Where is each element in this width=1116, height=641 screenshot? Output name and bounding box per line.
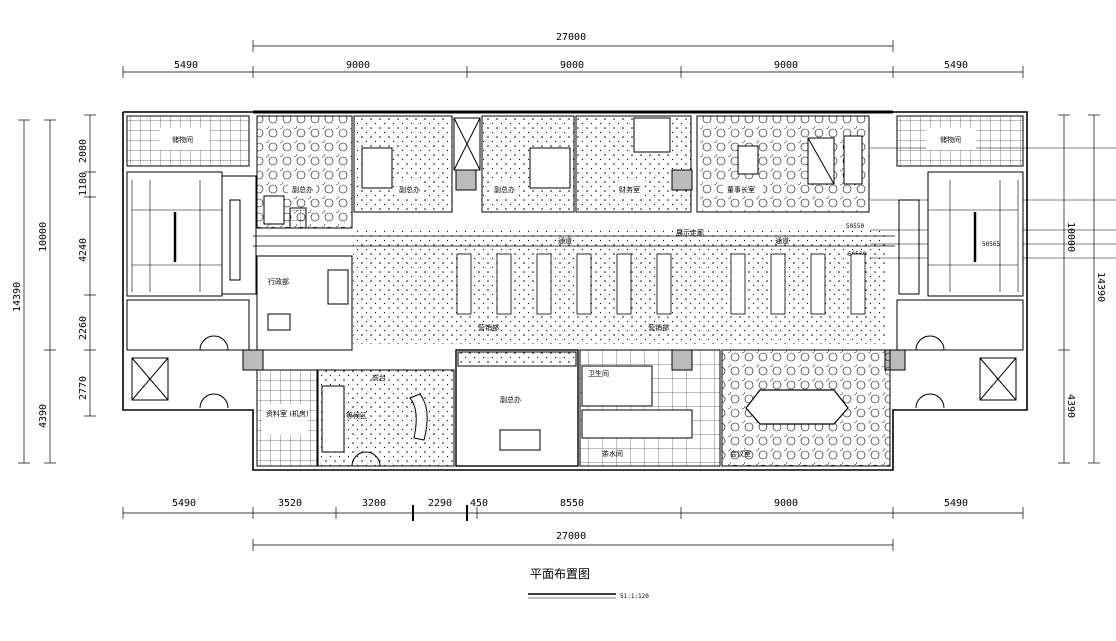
pipe-label-2: 50565 xyxy=(982,241,1000,248)
room-gm-office xyxy=(696,115,870,213)
dim-left-4240: 4240 xyxy=(78,238,89,262)
dim-bottom-seg-8: 5490 xyxy=(944,498,968,509)
dim-bottom-seg-2: 3520 xyxy=(278,498,302,509)
dim-top-seg-4: 9000 xyxy=(774,60,798,71)
dim-right-4390: 4390 xyxy=(1065,394,1076,418)
dim-left-1180: 1180 xyxy=(78,172,89,196)
dim-top-seg-1: 5490 xyxy=(174,60,198,71)
left-middle-rooms: 行政部 资料室 (机房) 等候区 前台 xyxy=(221,175,455,467)
lobby-right xyxy=(896,299,1024,351)
label-corridor-b: 展示走廊 xyxy=(676,228,704,237)
dim-left-10000: 10000 xyxy=(38,222,49,252)
room-label-data: 资料室 (机房) xyxy=(266,409,309,418)
dim-bottom-seg-3: 3200 xyxy=(362,498,386,509)
dim-bottom-seg-5: 450 xyxy=(470,498,488,509)
dim-top-seg-3: 9000 xyxy=(560,60,584,71)
dim-bottom-seg-7: 9000 xyxy=(774,498,798,509)
room-label-sales: 营销部 xyxy=(478,323,499,332)
open-office: 通道 展示走廊 通道 50550 50565 50560 营销部 营销部 xyxy=(253,223,1000,344)
building-outline xyxy=(122,110,1028,471)
pipe-label-1: 50550 xyxy=(846,223,864,230)
dim-bottom-seg-1: 5490 xyxy=(172,498,196,509)
room-label-sales-b: 营销部 xyxy=(648,323,669,332)
dim-left-2080: 2080 xyxy=(78,139,89,163)
dim-top-seg-2: 9000 xyxy=(346,60,370,71)
dim-bottom-seg-6: 8550 xyxy=(560,498,584,509)
workstations-right xyxy=(730,253,866,315)
column-left xyxy=(242,349,264,371)
dim-bottom-seg-4: 2290 xyxy=(428,498,452,509)
room-label-storage-left: 储物间 xyxy=(172,135,193,144)
dim-bottom-total: 27000 xyxy=(556,531,586,542)
lobby-left xyxy=(126,299,250,351)
label-corridor-a: 通道 xyxy=(558,236,572,245)
room-label-finance: 财务室 xyxy=(619,185,640,194)
meeting-table xyxy=(745,389,849,425)
room-label-vp-2: 副总办 xyxy=(399,185,420,194)
dim-left-2260: 2260 xyxy=(78,316,89,340)
dim-top-total: 27000 xyxy=(556,32,586,43)
left-dimensions xyxy=(18,114,96,464)
dim-right-14390: 14390 xyxy=(1095,272,1106,302)
top-dimensions xyxy=(122,40,1024,78)
dim-left-14390: 14390 xyxy=(12,282,23,312)
room-label-pantry: 茶水间 xyxy=(602,449,623,458)
room-label-meeting: 会议室 xyxy=(730,449,751,458)
room-label-restroom: 卫生间 xyxy=(588,369,609,378)
drawing-title: 平面布置图 xyxy=(530,567,590,581)
corridor-left xyxy=(221,175,257,295)
workstations-left xyxy=(456,253,672,315)
room-label-storage-right: 储物间 xyxy=(940,135,961,144)
dim-left-2770: 2770 xyxy=(78,376,89,400)
top-rooms: 副总办 副总办 副总办 财务室 董事长室 xyxy=(256,115,870,229)
room-label-vp-left: 副总办 xyxy=(292,185,313,194)
right-wing: 储物间 xyxy=(884,115,1024,409)
bottom-rooms: 副总办 卫生间 茶水间 会议室 xyxy=(455,349,891,467)
room-label-reception: 前台 xyxy=(372,373,386,382)
dim-left-4390: 4390 xyxy=(38,404,49,428)
room-label-vp-3: 副总办 xyxy=(494,185,515,194)
drawing-scale: S1:1:120 xyxy=(620,593,649,600)
dim-top-seg-5: 5490 xyxy=(944,60,968,71)
label-corridor-c: 通道 xyxy=(775,236,789,245)
left-wing: 储物间 xyxy=(126,115,264,409)
bottom-dimensions xyxy=(122,505,1024,551)
stairs-left xyxy=(131,180,222,292)
room-label-admin: 行政部 xyxy=(268,277,289,286)
stairs-right xyxy=(928,180,1019,292)
room-label-deputy: 副总办 xyxy=(500,395,521,404)
dim-right-10000: 10000 xyxy=(1065,222,1076,252)
room-label-reception-area: 等候区 xyxy=(346,411,367,420)
room-label-gm: 董事长室 xyxy=(727,185,755,194)
